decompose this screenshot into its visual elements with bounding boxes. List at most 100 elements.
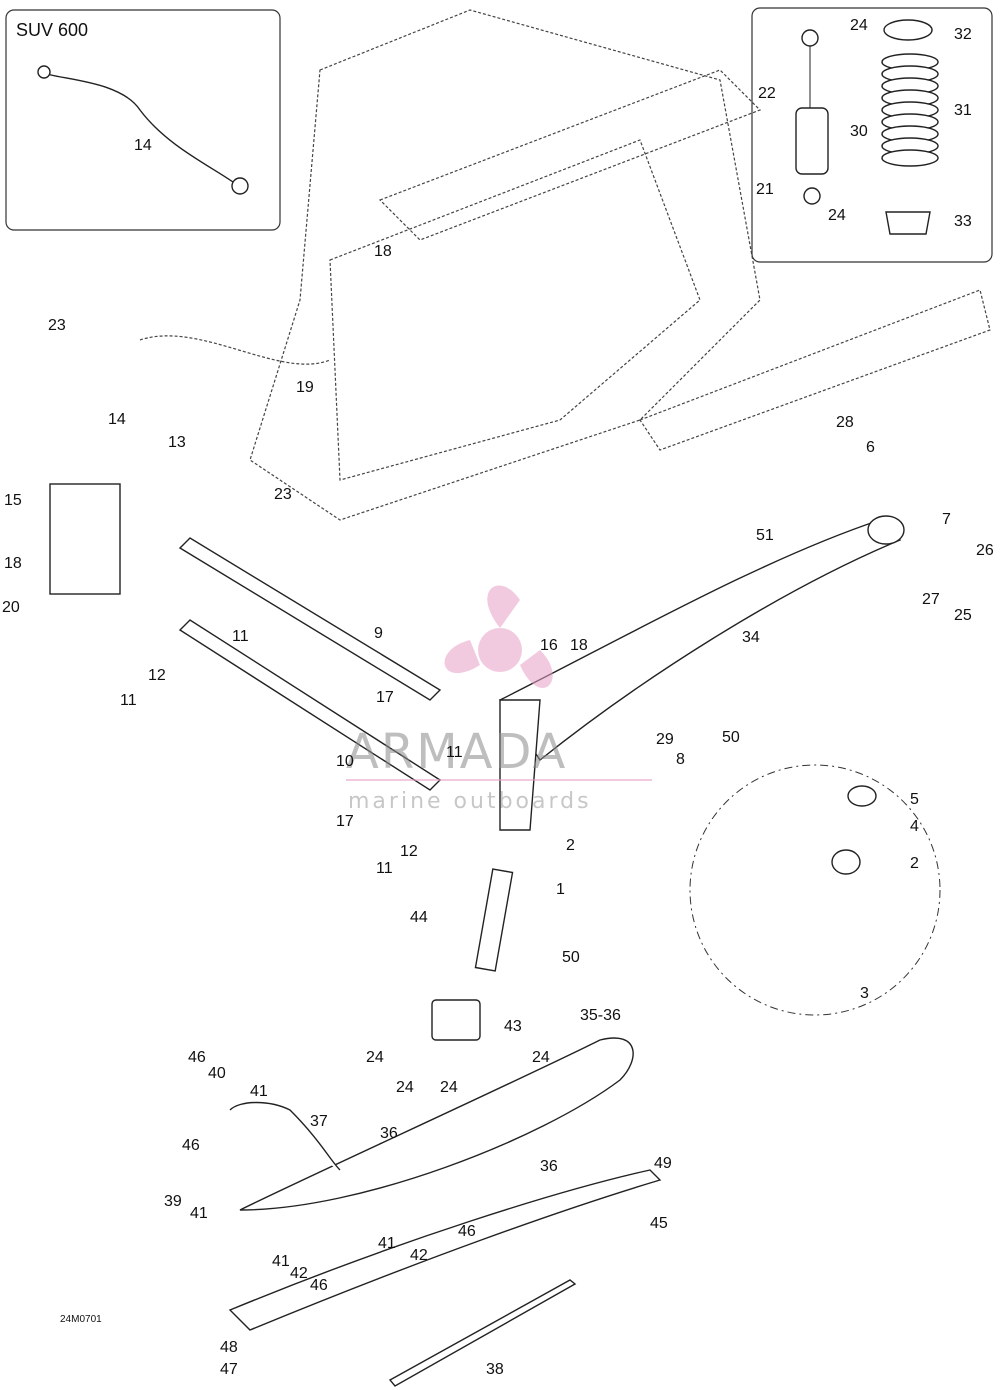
- callout-label: 27: [922, 591, 940, 608]
- callout-label: 2: [566, 837, 575, 854]
- callout-label: 46: [458, 1223, 476, 1240]
- trailing-arm: [498, 519, 902, 762]
- callout-label: 32: [954, 26, 972, 43]
- callout-label: 24: [440, 1079, 458, 1096]
- callout-label: 24: [828, 207, 846, 224]
- callout-label: 9: [374, 625, 383, 642]
- callout-label: 41: [272, 1253, 290, 1270]
- radius-rod-upper: [178, 537, 442, 701]
- callout-label: 23: [274, 486, 292, 503]
- callout-label: 1: [556, 881, 565, 898]
- callout-label: 24: [850, 17, 868, 34]
- callout-label: 48: [220, 1339, 238, 1356]
- callout-label: 36: [380, 1125, 398, 1142]
- callout-label: 11: [446, 744, 463, 761]
- callout-label: 18: [570, 637, 588, 654]
- callout-label: 10: [336, 753, 354, 770]
- callout-label: 14: [108, 411, 126, 428]
- callout-label: 46: [188, 1049, 206, 1066]
- callout-label: 50: [722, 729, 740, 746]
- drawing-code: 24M0701: [60, 1314, 102, 1325]
- spring-stopper: [885, 211, 931, 235]
- callout-label: 28: [836, 414, 854, 431]
- callout-label: 42: [410, 1247, 428, 1264]
- spindle: [474, 868, 514, 972]
- callout-label: 49: [654, 1155, 672, 1172]
- arm-pivot: [867, 515, 905, 545]
- callout-label: 13: [168, 434, 186, 451]
- stabilizer-bar: [39, 71, 245, 191]
- callout-label: 4: [910, 818, 919, 835]
- callout-label: 44: [410, 909, 428, 926]
- spring: [881, 53, 939, 167]
- watermark: ARMADA marine outboards: [346, 585, 652, 814]
- callout-label: 41: [250, 1083, 268, 1100]
- callout-label: 34: [742, 629, 760, 646]
- callout-label: 21: [756, 181, 774, 198]
- ski: [239, 1037, 634, 1211]
- callout-label: 7: [942, 511, 951, 528]
- callout-label: 25: [954, 607, 972, 624]
- callout-label: 41: [190, 1205, 208, 1222]
- callout-label: 12: [400, 843, 418, 860]
- callout-label: 11: [232, 628, 249, 645]
- callout-label: 18: [4, 555, 22, 572]
- callout-label: 18: [374, 243, 392, 260]
- spindle-housing: [499, 699, 541, 831]
- callout-label: 19: [296, 379, 314, 396]
- callout-label: 17: [376, 689, 394, 706]
- callout-label: 31: [954, 102, 972, 119]
- ski-skag: [228, 1169, 662, 1331]
- bracket-15: [49, 483, 121, 595]
- callout-label: 41: [378, 1235, 396, 1252]
- callout-label: 36: [540, 1158, 558, 1175]
- callout-label: 24: [532, 1049, 550, 1066]
- callout-label: 17: [336, 813, 354, 830]
- callout-label: 38: [486, 1361, 504, 1378]
- callout-label: 11: [120, 692, 137, 709]
- callout-label: 29: [656, 731, 674, 748]
- bar-eye-top: [37, 65, 51, 79]
- callout-label: 24: [396, 1079, 414, 1096]
- callout-label: 51: [756, 527, 774, 544]
- spring-cup: [883, 19, 933, 41]
- callout-label: 45: [650, 1215, 668, 1232]
- callout-label: 33: [954, 213, 972, 230]
- callout-label: 35-36: [580, 1007, 621, 1024]
- detail-circle: [689, 764, 941, 1016]
- callout-labels: 1 2 2 3 4 5 6 7 8 9 10 11 11 11 11 12 12…: [2, 17, 994, 1378]
- callout-label: 50: [562, 949, 580, 966]
- callout-label: 20: [2, 599, 20, 616]
- callout-label: 22: [758, 85, 776, 102]
- cap-detail: [847, 785, 877, 807]
- callout-label: 26: [976, 542, 994, 559]
- callout-label: 30: [850, 123, 868, 140]
- callout-label: 47: [220, 1361, 238, 1378]
- callout-label: 6: [866, 439, 875, 456]
- callout-label: 42: [290, 1265, 308, 1282]
- callout-label: 39: [164, 1193, 182, 1210]
- runner: [388, 1279, 577, 1387]
- chassis-frame: [139, 9, 991, 521]
- callout-label: 12: [148, 667, 166, 684]
- callout-label: 5: [910, 791, 919, 808]
- callout-label: 2: [910, 855, 919, 872]
- callout-label: 40: [208, 1065, 226, 1082]
- callout-label: 46: [182, 1137, 200, 1154]
- bar-eye-bottom: [231, 177, 249, 195]
- callout-label: 8: [676, 751, 685, 768]
- bumper: [431, 999, 481, 1041]
- callout-label: 11: [376, 860, 393, 877]
- bushing-detail: [831, 849, 861, 875]
- shock-body: [795, 107, 829, 175]
- shock-eye-bottom: [803, 187, 821, 205]
- callout-label: 37: [310, 1113, 328, 1130]
- inset-title: SUV 600: [16, 20, 88, 40]
- callout-label: 24: [366, 1049, 384, 1066]
- callout-label: 3: [860, 985, 869, 1002]
- shock-eye-top: [801, 29, 819, 47]
- callout-label: 23: [48, 317, 66, 334]
- callout-label: 15: [4, 492, 22, 509]
- callout-label: 46: [310, 1277, 328, 1294]
